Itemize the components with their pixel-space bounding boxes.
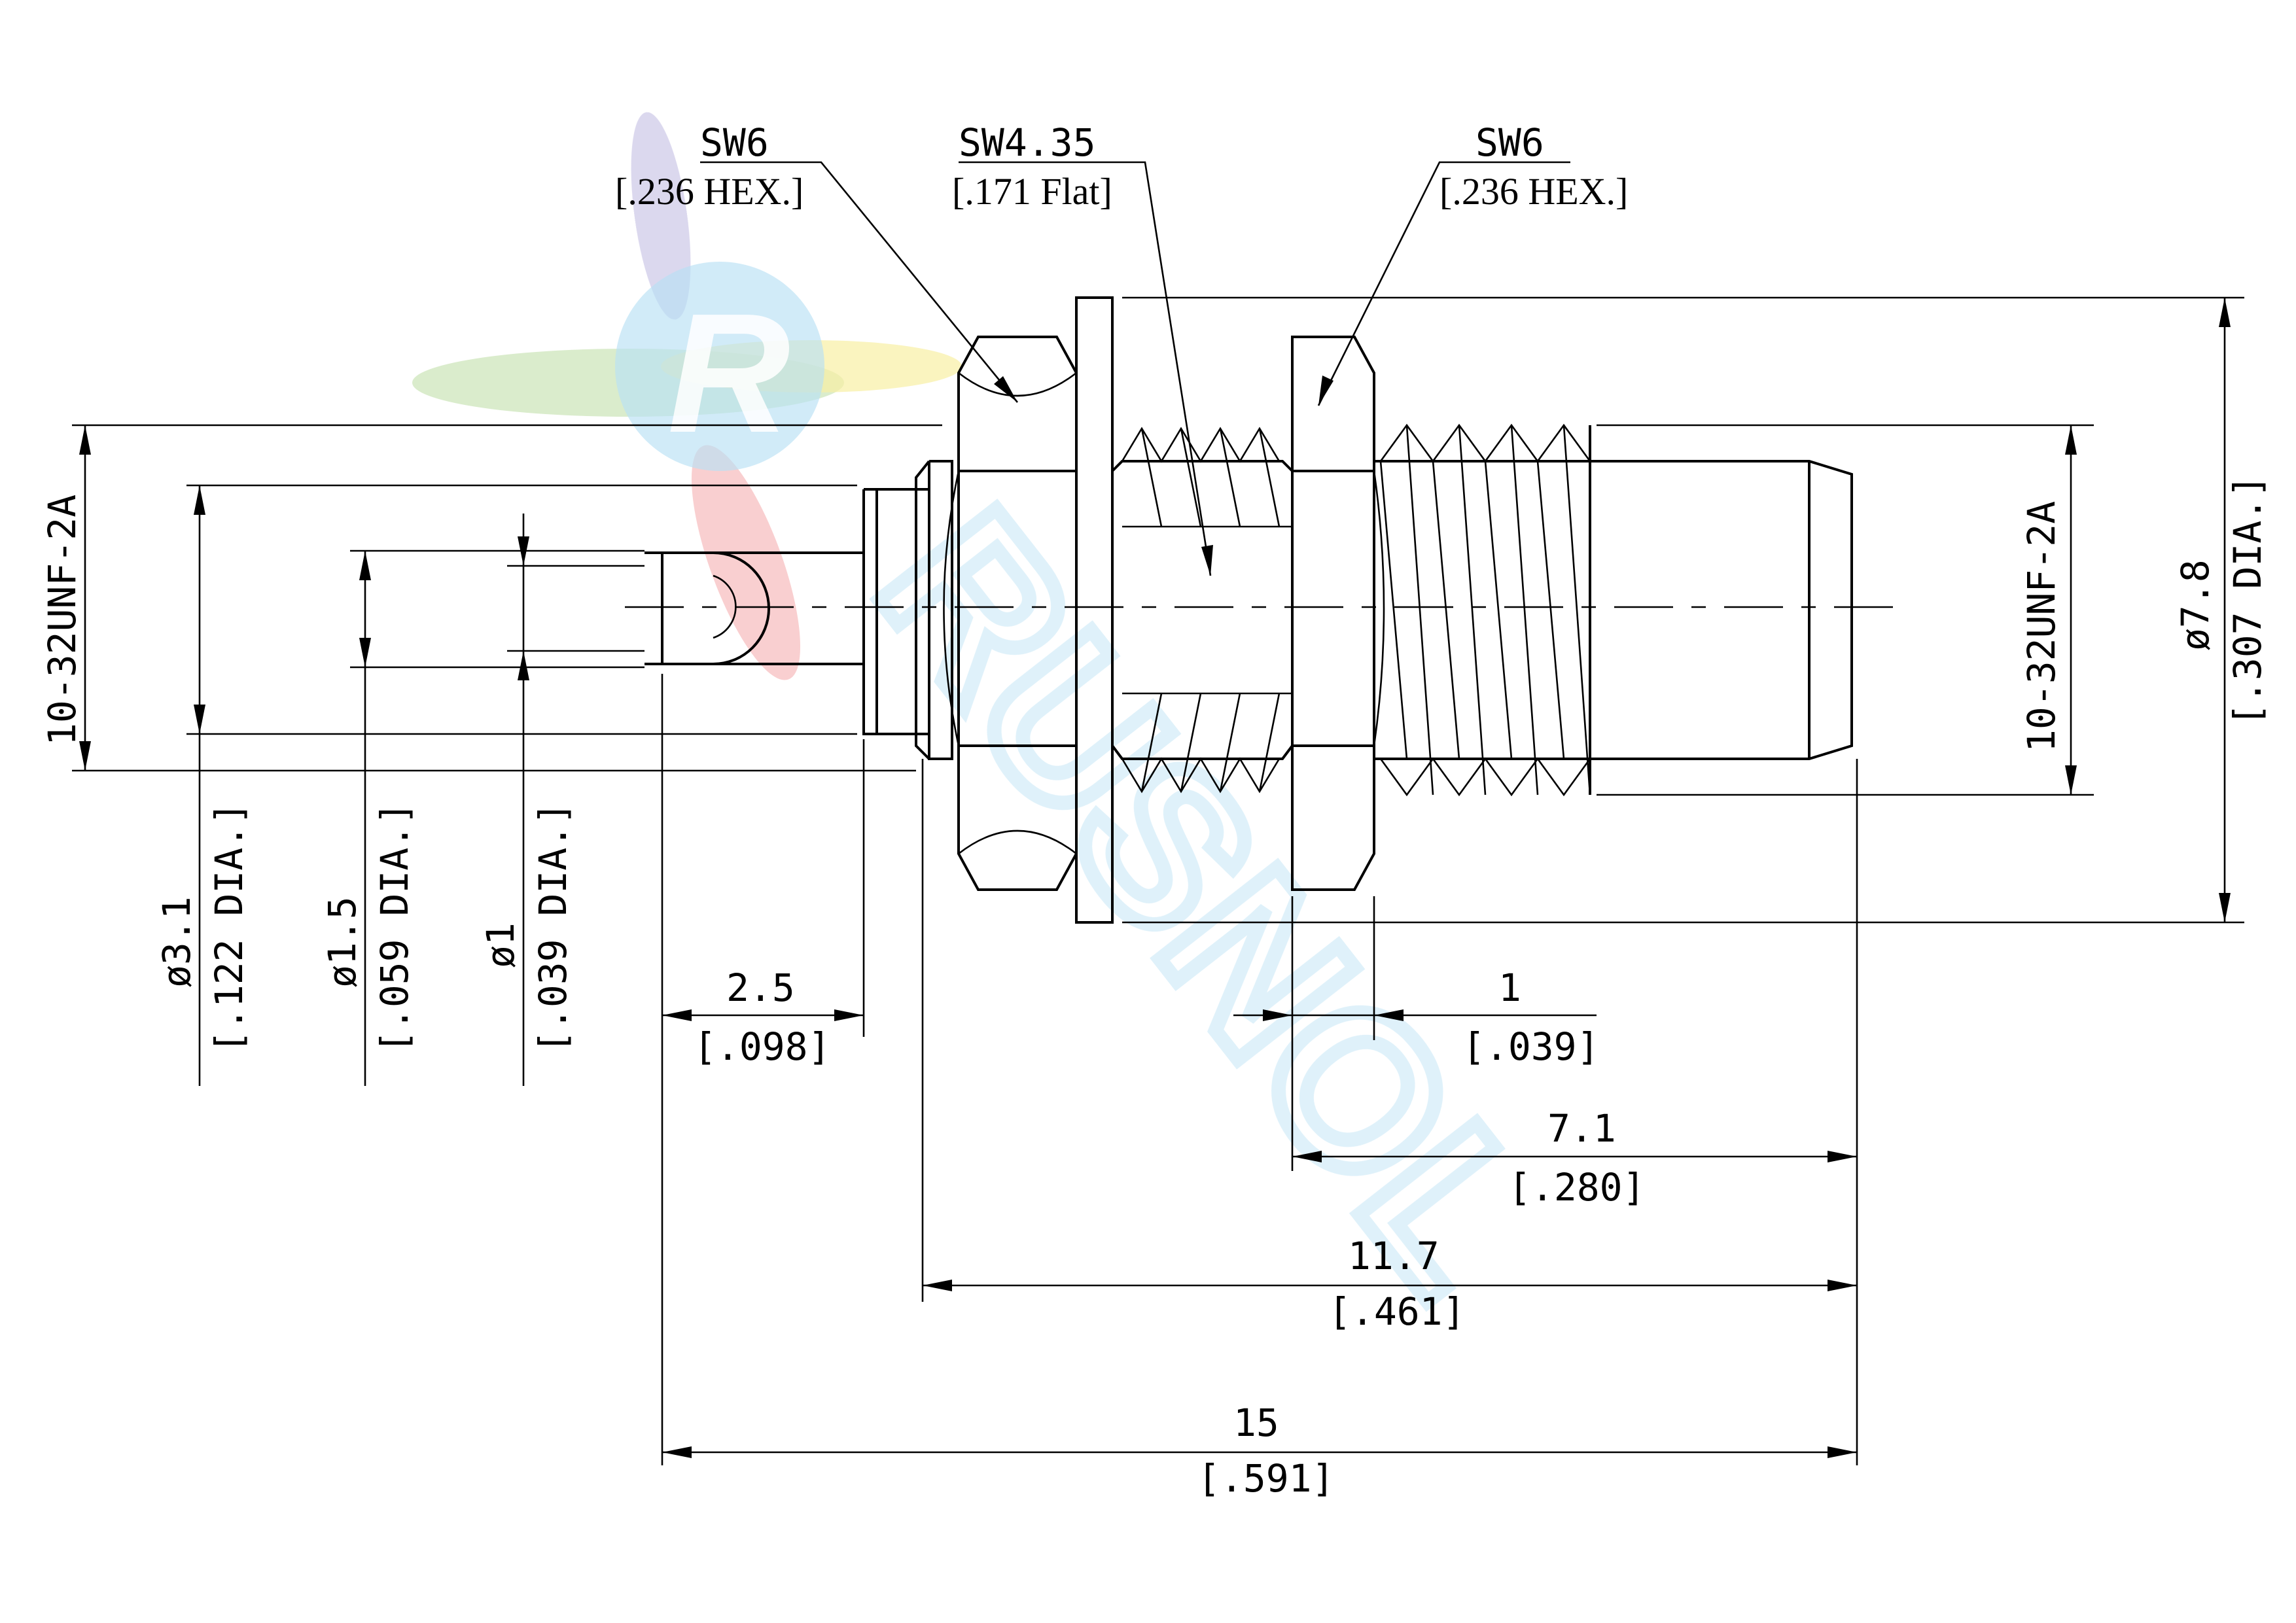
dimension-lines bbox=[79, 298, 2231, 1458]
right-wrench-note: [.236 HEX.] bbox=[1439, 170, 1628, 213]
rear-sleeve bbox=[1590, 460, 1853, 760]
thread-left-label: 10-32UNF-2A bbox=[40, 495, 84, 746]
rear-thread-crests-top bbox=[1379, 423, 1591, 463]
left-wrench-note: [.236 HEX.] bbox=[615, 170, 804, 213]
watermark-brand-text: RUSNOL bbox=[834, 468, 1586, 1335]
watermark: R RUSNOL bbox=[412, 112, 1593, 1342]
extension-lines bbox=[72, 296, 2244, 1465]
left-hex-arc-3 bbox=[943, 470, 960, 746]
lock-washer bbox=[1075, 296, 1114, 924]
watermark-swoosh-purple bbox=[631, 112, 691, 320]
center-pin-inner bbox=[713, 574, 737, 639]
length-pin-mm: 2.5 bbox=[726, 966, 795, 1010]
middle-body-bottom bbox=[1111, 744, 1294, 760]
length-rear-mm: 7.1 bbox=[1547, 1106, 1616, 1151]
length-body-mm: 11.7 bbox=[1348, 1234, 1439, 1278]
diameter-3-1-inch: [.122 DIA.] bbox=[207, 802, 251, 1053]
watermark-logo-letter: R bbox=[667, 279, 790, 468]
left-hex-nut bbox=[957, 336, 1078, 891]
middle-thread-upper bbox=[1121, 427, 1292, 528]
callout-leaders bbox=[700, 161, 1570, 576]
watermark-swoosh-yellow bbox=[661, 340, 962, 393]
left-wrench-size: SW6 bbox=[700, 120, 769, 165]
right-wrench-size: SW6 bbox=[1475, 120, 1544, 165]
watermark-swoosh-green bbox=[412, 349, 844, 417]
middle-thread-lower bbox=[1121, 692, 1292, 794]
length-washer-inch: [.039] bbox=[1462, 1024, 1600, 1069]
length-overall-inch: [.591] bbox=[1197, 1456, 1335, 1501]
connector-body bbox=[645, 296, 1853, 924]
front-thread-chamfer bbox=[915, 460, 930, 760]
front-thread-outline bbox=[928, 460, 953, 760]
length-washer-mm: 1 bbox=[1498, 966, 1521, 1010]
length-pin-inch: [.098] bbox=[694, 1024, 831, 1069]
diameter-1-5-inch: [.059 DIA.] bbox=[372, 802, 417, 1053]
middle-wrench-size: SW4.35 bbox=[959, 120, 1096, 165]
diameter-1-inch: [.039 DIA.] bbox=[531, 802, 575, 1053]
middle-wrench-note: [.171 Flat] bbox=[952, 170, 1112, 213]
watermark-globe bbox=[615, 262, 824, 471]
length-body-inch: [.461] bbox=[1328, 1289, 1466, 1334]
rear-thread-helix bbox=[1379, 425, 1591, 795]
thread-right-label: 10-32UNF-2A bbox=[2019, 501, 2064, 752]
rear-thread-crests-bottom bbox=[1379, 757, 1591, 797]
diameter-3-1-mm: ø3.1 bbox=[154, 896, 199, 988]
middle-body-top bbox=[1111, 460, 1294, 472]
outer-diameter-mm: ø7.8 bbox=[2173, 559, 2217, 651]
outer-diameter-inch: [.307 DIA.] bbox=[2225, 475, 2270, 726]
left-hex-arc-1 bbox=[958, 372, 1077, 397]
center-pin bbox=[661, 551, 770, 665]
right-hex-arc-1 bbox=[1373, 470, 1385, 746]
diameter-1-mm: ø1 bbox=[478, 922, 523, 968]
right-hex-nut bbox=[1291, 336, 1375, 891]
length-overall-mm: 15 bbox=[1233, 1401, 1279, 1445]
diameter-1-5-mm: ø1.5 bbox=[320, 896, 364, 988]
left-hex-arc-2 bbox=[958, 829, 1077, 855]
length-rear-inch: [.280] bbox=[1508, 1165, 1646, 1210]
